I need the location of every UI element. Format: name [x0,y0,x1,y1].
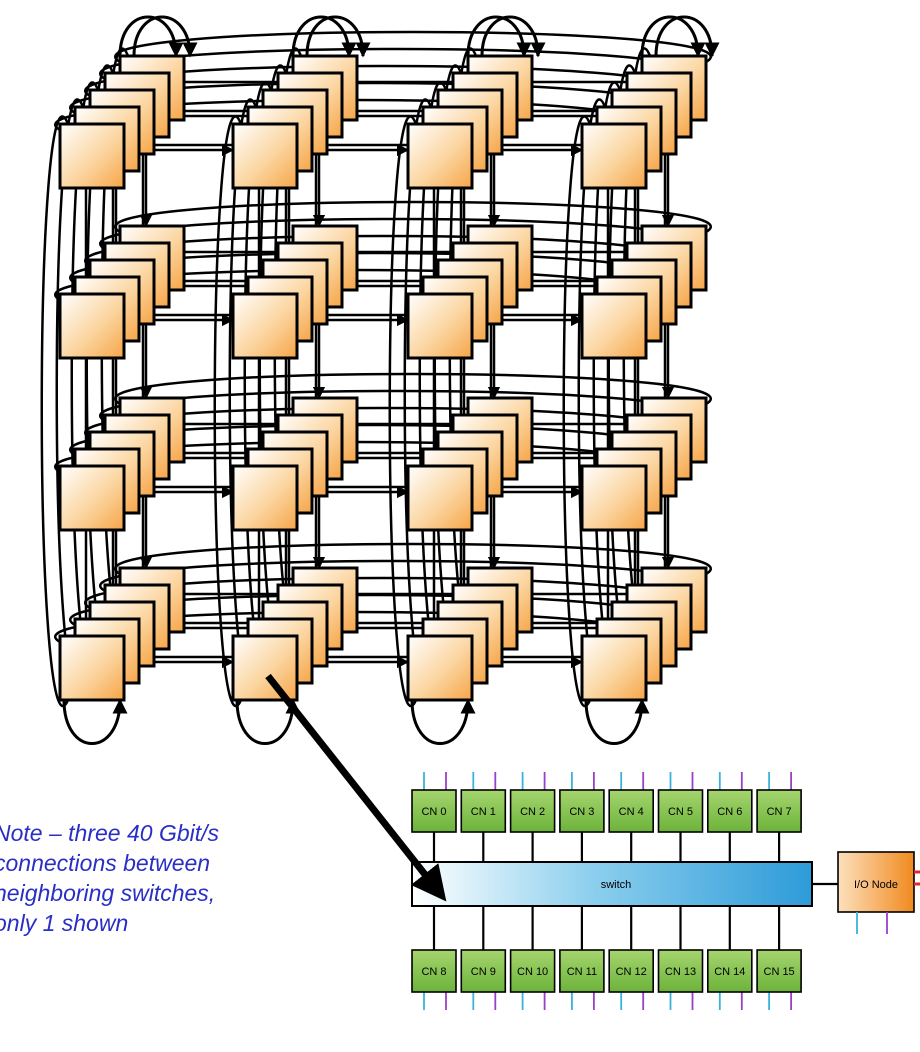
top-wrap-link [305,15,371,58]
switch-box [580,464,648,532]
bottom-wrap-link [410,698,476,745]
switch-box [231,634,299,702]
switch-box [406,122,474,190]
switch-box [406,292,474,360]
io-node-label: I/O Node [854,879,898,891]
switch-box [231,292,299,360]
switch-box [58,634,126,702]
note-line-1: Note – three 40 Gbit/s [0,820,220,846]
wraparound-link [388,115,418,707]
compute-node [756,949,802,993]
switch-box [406,634,474,702]
compute-node [706,949,753,993]
compute-node [559,949,605,993]
compute-node-label: CN 9 [471,966,496,978]
compute-node-label: CN 3 [569,806,594,818]
bottom-wrap-link [62,698,128,745]
switch-box [580,122,648,190]
compute-node [460,949,507,993]
note-line-2: connections between [0,850,211,876]
top-wrap-link [654,15,720,58]
compute-node [460,789,507,833]
compute-node-label: CN 10 [517,966,548,978]
compute-node-label: CN 7 [767,806,792,818]
compute-node-label: CN 2 [520,806,545,818]
compute-node [509,789,556,833]
wraparound-link [213,115,243,707]
bottom-wrap-link [584,698,650,745]
compute-node [509,949,556,993]
switch-box [58,292,126,360]
switch-detail-view: CN 0 CN 1 CN 2 CN 3 CN 4 CN 5 CN 6 CN 7 CN 8 CN 9… [411,772,920,1010]
top-wrap-link [466,15,532,58]
switch-label: switch [601,879,632,891]
note-line-4: only 1 shown [0,910,129,936]
top-wrap-link [640,15,706,58]
wraparound-link [114,200,712,234]
wraparound-link [114,542,712,576]
wraparound-link [114,372,712,406]
compute-node-label: CN 12 [616,966,647,978]
io-node [837,851,915,913]
compute-node-label: CN 6 [717,806,742,818]
note-line-3: neighboring switches, [0,880,216,906]
compute-node-label: CN 0 [421,806,446,818]
switch-box [231,122,299,190]
compute-node [411,789,457,833]
switch-grid [58,54,708,702]
compute-node-label: CN 1 [471,806,496,818]
top-wrap-link [118,15,184,58]
callout-arrow [265,673,447,902]
compute-node [657,949,704,993]
compute-node-label: CN 14 [714,966,745,978]
compute-node-label: CN 13 [665,966,696,978]
compute-node [657,789,704,833]
note-text: Note – three 40 Gbit/s connections betwe… [0,818,354,938]
switch-box [58,464,126,532]
compute-node-label: CN 8 [421,966,446,978]
compute-node [608,789,655,833]
top-wrap-link [480,15,546,58]
compute-node [756,789,802,833]
switch-box [231,464,299,532]
compute-node [559,789,605,833]
switch-bar [411,861,813,907]
wraparound-link [562,115,592,707]
compute-node-label: CN 11 [567,966,597,978]
switch-box [58,122,126,190]
switch-box [580,292,648,360]
compute-node-label: CN 4 [619,806,644,818]
compute-node [706,789,753,833]
top-wrap-link [132,15,198,58]
wraparound-link [40,115,70,707]
compute-node [411,949,457,993]
switch-box [406,464,474,532]
compute-node [608,949,655,993]
compute-node-label: CN 5 [668,806,693,818]
switch-box [580,634,648,702]
top-wrap-link [291,15,357,58]
bottom-wrap-link [235,698,301,745]
compute-node-label: CN 15 [764,966,795,978]
